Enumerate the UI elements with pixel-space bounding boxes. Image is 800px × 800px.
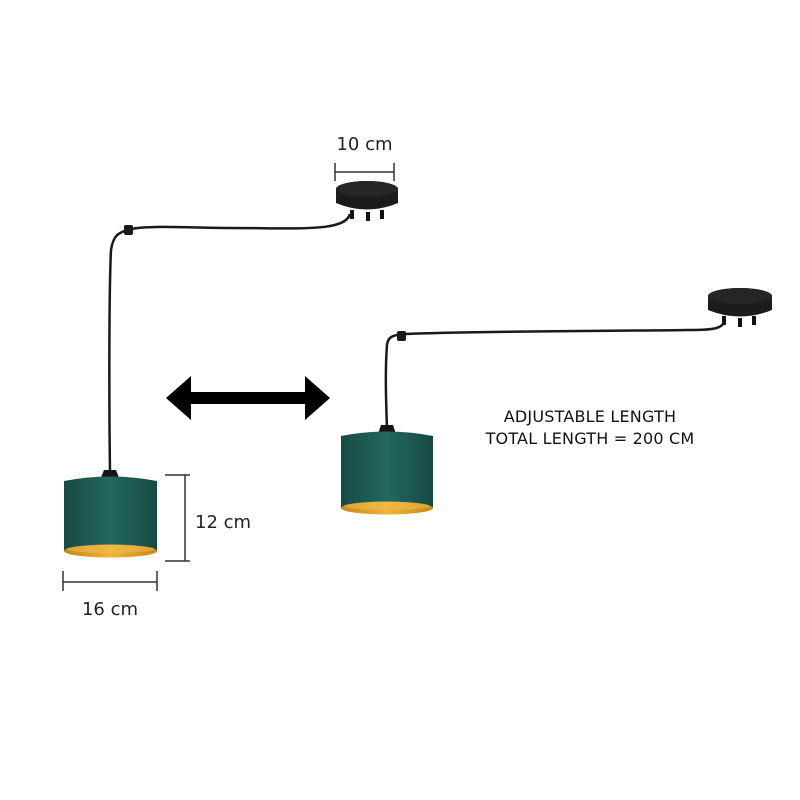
length-caption: ADJUSTABLE LENGTH TOTAL LENGTH = 200 CM [440, 406, 740, 450]
double-headed-arrow-icon [166, 376, 330, 420]
cable-right [384, 321, 726, 431]
cable-clip-right [397, 331, 406, 341]
ceiling-canopy-left [336, 181, 398, 221]
lamp-shade-right [341, 431, 433, 515]
dimension-shade-height: 12 cm [165, 474, 251, 562]
caption-line-adjustable: ADJUSTABLE LENGTH [503, 407, 677, 426]
cable-left [108, 213, 352, 473]
caption-line-total-length: TOTAL LENGTH = 200 CM [485, 429, 695, 448]
pendant-lamp-left [64, 181, 398, 558]
pendant-lamp-right [341, 288, 772, 515]
canopy-width-label: 10 cm [336, 134, 392, 155]
shade-width-label: 16 cm [82, 599, 138, 620]
cable-clip-left [124, 225, 133, 235]
lamp-shade-left [64, 476, 157, 558]
dimension-canopy-width: 10 cm [334, 134, 395, 181]
shade-height-label: 12 cm [195, 512, 251, 533]
ceiling-canopy-right [708, 288, 772, 327]
dimension-shade-width: 16 cm [62, 571, 158, 620]
